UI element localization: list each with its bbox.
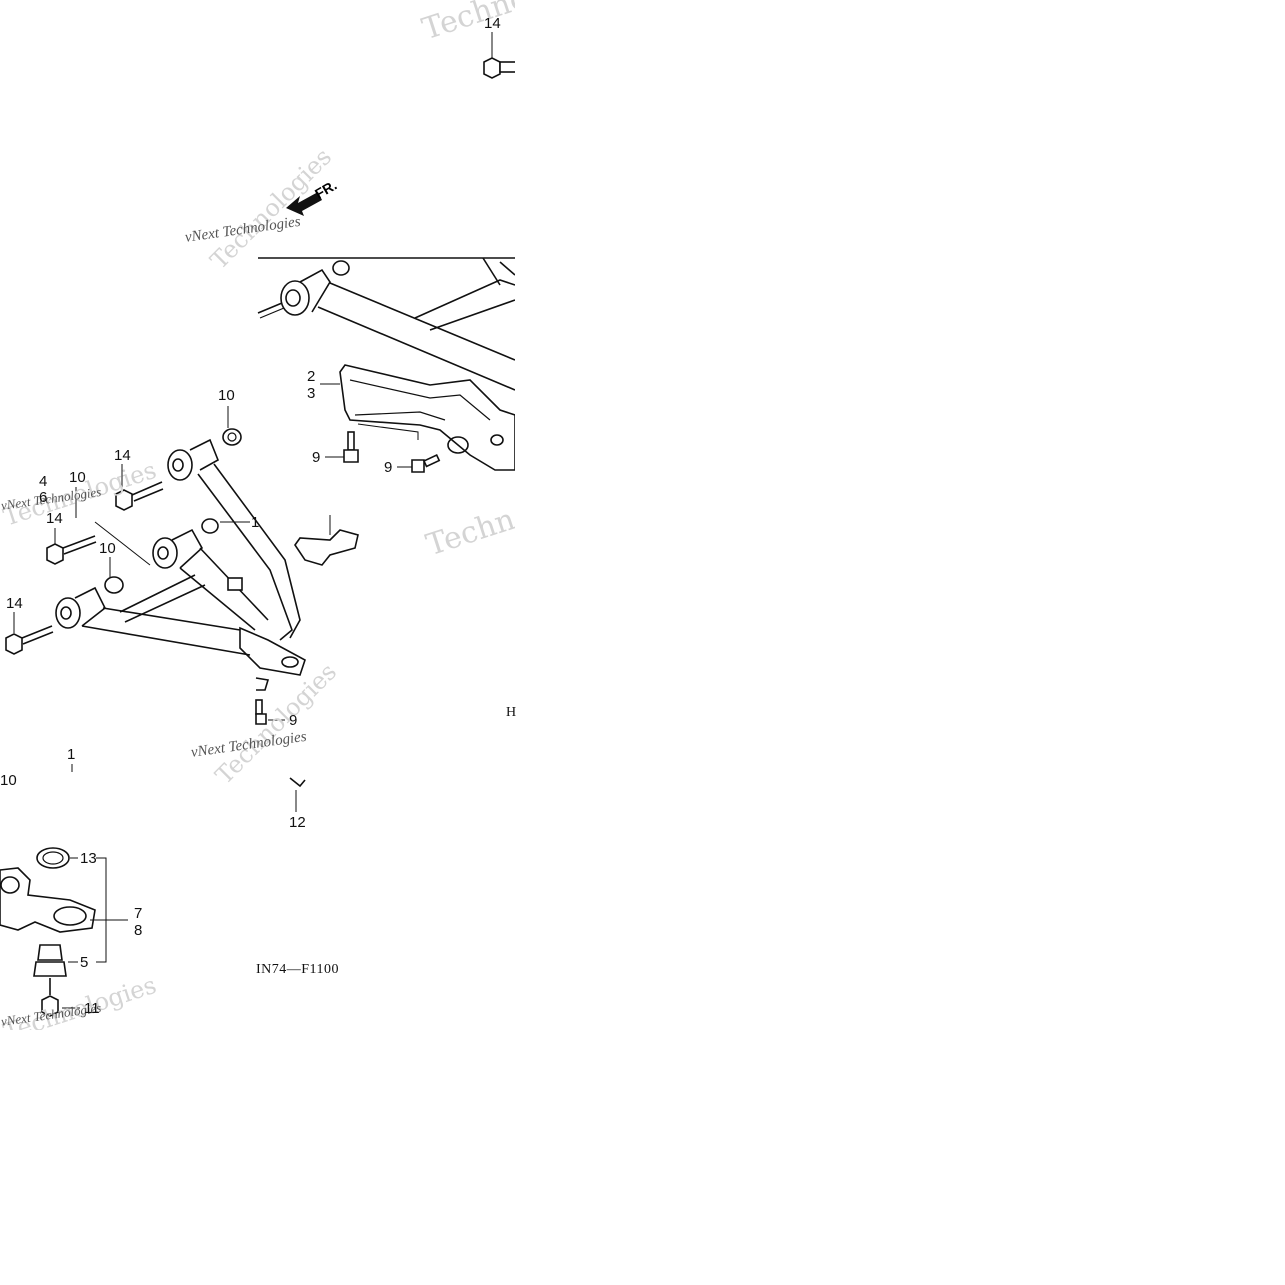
bracket [294,515,359,566]
nut-10-top [222,406,242,446]
upper-arm [167,438,301,641]
callout-14: 14 [46,510,63,527]
diagram-code: IN74—F1100 [256,962,340,977]
callout-3: 3 [307,385,316,402]
callout-10: 10 [218,387,235,404]
skid-plate [320,364,516,471]
callout-9: 9 [312,449,321,466]
callout-10: 10 [69,469,86,486]
callout-14: 14 [484,15,501,32]
bolt-top [483,32,517,79]
callout-5: 5 [80,954,89,971]
corner-label: H [506,705,517,720]
front-arrow-icon [286,192,322,216]
bolt-9-c [255,677,285,725]
cotter-pin [289,777,306,812]
callout-1: 1 [67,746,76,763]
callout-9: 9 [384,459,393,476]
callout-13: 13 [80,850,97,867]
lead-cluster [71,487,77,772]
callout-8: 8 [134,922,143,939]
nut-10-b [104,557,124,594]
nut-1 [201,518,250,534]
callout-14: 14 [114,447,131,464]
callout-1: 1 [251,514,260,531]
callout-10: 10 [0,772,17,789]
bolt-9-a [325,431,359,463]
callout-10: 10 [99,540,116,557]
knuckle-assembly [0,847,128,1017]
callout-9: 9 [289,712,298,729]
callout-11: 11 [84,1000,100,1017]
crop-mask [0,1030,515,1285]
bolt-14-a [115,464,164,511]
bolt-14-b [46,521,151,566]
bolt-9-b [397,454,441,473]
bolt-14-c [5,612,54,655]
lower-arm [55,528,306,676]
callout-12: 12 [289,814,306,831]
frame-upper [257,257,516,391]
callout-2: 2 [307,368,316,385]
callout-7: 7 [134,905,143,922]
callout-6: 6 [39,489,48,506]
crop-mask [515,0,1285,1285]
callout-14: 14 [6,595,23,612]
callout-4: 4 [39,473,48,490]
